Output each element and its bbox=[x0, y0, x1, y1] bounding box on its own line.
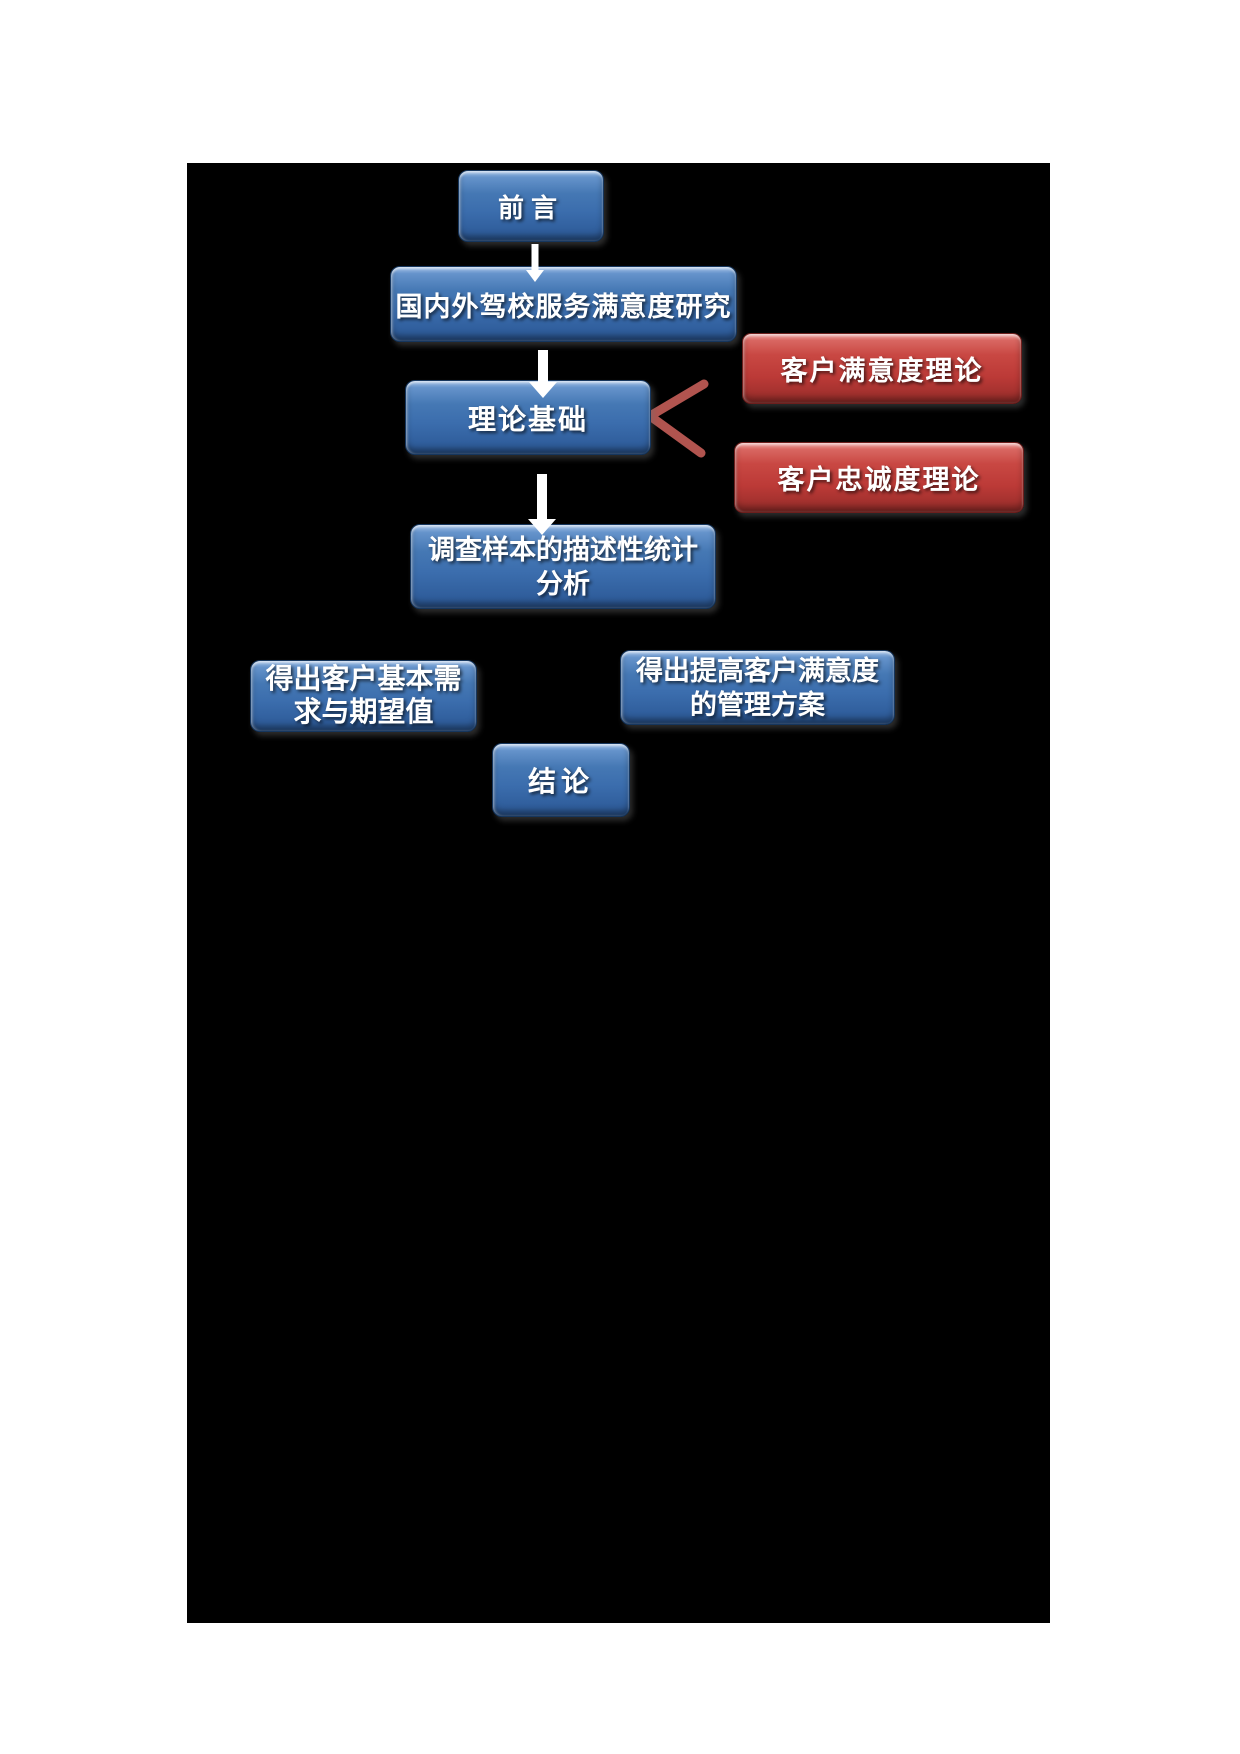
node-satisfaction-theory-label: 客户满意度理论 bbox=[780, 356, 984, 386]
down-arrow-icon bbox=[529, 350, 557, 398]
node-basic-needs-line2: 求与期望值 bbox=[293, 697, 434, 728]
node-research: 国内外驾校服务满意度研究 bbox=[390, 266, 737, 342]
flowchart-canvas: 前言 国内外驾校服务满意度研究 理论基础 客户满意度理论 客 bbox=[187, 163, 1050, 1623]
node-satisfaction-theory: 客户满意度理论 bbox=[742, 333, 1022, 404]
node-loyalty-theory: 客户忠诚度理论 bbox=[734, 442, 1024, 513]
down-arrow-icon bbox=[528, 474, 556, 535]
node-descriptive-analysis: 调查样本的描述性统计 分析 bbox=[410, 524, 716, 609]
node-theory-basis-label: 理论基础 bbox=[467, 404, 588, 436]
node-research-label: 国内外驾校服务满意度研究 bbox=[395, 291, 732, 322]
node-basic-needs: 得出客户基本需 求与期望值 bbox=[250, 660, 477, 732]
node-preface: 前言 bbox=[458, 170, 604, 242]
node-management-plan-line2: 的管理方案 bbox=[690, 689, 825, 720]
node-basic-needs-line1: 得出客户基本需 bbox=[265, 664, 462, 695]
node-management-plan-line1: 得出提高客户满意度 bbox=[636, 655, 879, 686]
down-arrow-icon bbox=[526, 244, 544, 282]
chevron-connector-icon bbox=[642, 377, 712, 461]
node-descriptive-analysis-line2: 分析 bbox=[536, 568, 590, 599]
node-preface-label: 前言 bbox=[497, 193, 564, 223]
node-theory-basis: 理论基础 bbox=[405, 380, 651, 455]
node-management-plan: 得出提高客户满意度 的管理方案 bbox=[620, 650, 895, 725]
node-conclusion: 结论 bbox=[492, 743, 630, 817]
node-descriptive-analysis-line1: 调查样本的描述性统计 bbox=[428, 534, 698, 565]
node-conclusion-label: 结论 bbox=[527, 767, 594, 798]
node-loyalty-theory-label: 客户忠诚度理论 bbox=[777, 465, 981, 495]
